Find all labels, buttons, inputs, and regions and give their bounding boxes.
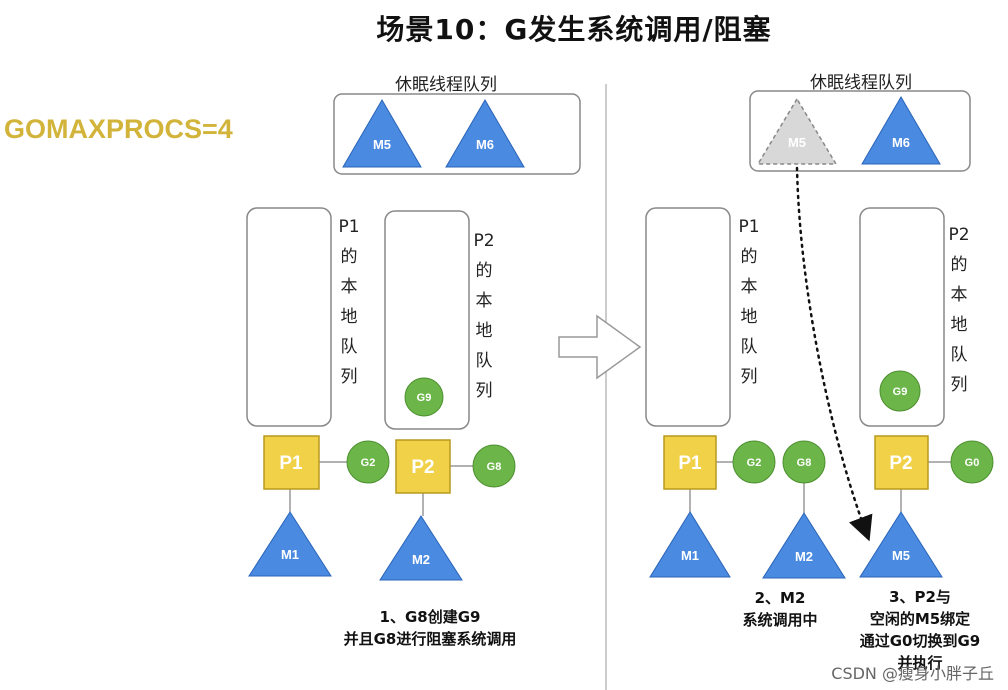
left-m2-label: M2 (412, 552, 430, 567)
left-p2-queue-char: 本 (475, 291, 493, 311)
left-p2-processor (395, 439, 451, 494)
right-p2-processor (874, 435, 929, 490)
left-m5-thread-triangle (342, 99, 422, 168)
left-m5-label: M5 (373, 137, 391, 152)
right-m5-label: M5 (892, 548, 910, 563)
right-g8-goroutine (782, 440, 826, 484)
left-g9-goroutine (404, 377, 444, 417)
left-m6-label: M6 (476, 137, 494, 152)
right-p2-queue-char: 本 (950, 285, 968, 305)
left-caption: 1、G8创建G9 并且G8进行阻塞系统调用 (300, 606, 560, 650)
left-g8-goroutine (472, 444, 516, 488)
left-sleep-queue-label: 休眠线程队列 (395, 75, 497, 95)
right-p1-queue-char: 本 (740, 277, 758, 297)
right-p1-queue-char: 的 (740, 247, 758, 267)
right-m2-label: M2 (795, 549, 813, 564)
left-g2-goroutine (346, 440, 390, 484)
right-p1-queue-char: 列 (740, 367, 758, 387)
watermark: CSDN @瘦身小胖子丘 (831, 664, 994, 683)
right-caption: 3、P2与 空闲的M5绑定 通过G0切换到G9 并执行 (842, 586, 998, 674)
left-p1-queue-char: 本 (340, 277, 358, 297)
right-m2-caption: 2、M2 系统调用中 (724, 587, 836, 631)
right-m5-ghost-triangle (756, 97, 838, 165)
right-caption-line: 通过G0切换到G9 (859, 632, 981, 650)
left-p1-processor (263, 435, 320, 490)
right-p1-queue-char: 地 (740, 307, 758, 327)
left-p2-queue-char: 队 (475, 351, 493, 371)
right-g2-goroutine (732, 440, 776, 484)
left-g9-label: G9 (417, 392, 432, 404)
right-p1-local-queue (645, 207, 731, 427)
right-g0-label: G0 (965, 457, 980, 469)
left-p1-queue-char: P1 (338, 217, 360, 237)
left-g2-label: G2 (361, 457, 376, 469)
left-m2-thread-triangle (379, 515, 463, 581)
right-caption-line: 并执行 (897, 654, 943, 672)
left-p2-queue-label: P2 的 本 地 队 列 (472, 226, 496, 406)
left-p1-local-queue (246, 207, 332, 427)
right-p2-queue-char: 列 (950, 375, 968, 395)
right-m2-thread-triangle (762, 512, 846, 579)
left-p2-queue-char: 列 (475, 381, 493, 401)
right-m1-label: M1 (681, 548, 699, 563)
left-p1-queue-char: 列 (340, 367, 358, 387)
left-g8-label: G8 (487, 461, 502, 473)
left-caption-line: 1、G8创建G9 (379, 608, 481, 626)
transition-arrow (558, 314, 642, 380)
right-g0-goroutine (950, 440, 994, 484)
right-p2-queue-label: P2 的 本 地 队 列 (947, 220, 971, 400)
right-p1-processor (663, 435, 717, 490)
left-m6-thread-triangle (445, 99, 525, 168)
left-m1-thread-triangle (248, 511, 332, 577)
right-m2-caption-line: 2、M2 (754, 589, 806, 607)
right-p2-local-queue (859, 207, 945, 427)
right-g9-label: G9 (893, 386, 908, 398)
left-p1-queue-char: 队 (340, 337, 358, 357)
left-p2-local-queue (384, 210, 470, 430)
left-caption-line: 并且G8进行阻塞系统调用 (343, 630, 517, 648)
right-p2-queue-char: 队 (950, 345, 968, 365)
right-p1-queue-label: P1 的 本 地 队 列 (737, 212, 761, 392)
left-p2-queue-char: 地 (475, 321, 493, 341)
right-g9-goroutine (879, 370, 921, 412)
left-p2-queue-char: 的 (475, 261, 493, 281)
right-m1-thread-triangle (649, 511, 731, 578)
right-p1-label: P1 (678, 453, 702, 474)
right-g8-label: G8 (797, 457, 812, 469)
right-m6-thread-triangle (861, 96, 941, 165)
right-g2-label: G2 (747, 457, 762, 469)
right-p1-queue-char: P1 (738, 217, 760, 237)
m5-wakeup-dotted-arrow (795, 166, 873, 542)
left-p1-queue-label: P1 的 本 地 队 列 (337, 212, 361, 392)
left-p1-queue-char: 地 (340, 307, 358, 327)
gomaxprocs-label: GOMAXPROCS=4 (4, 114, 233, 144)
right-sleep-queue-label: 休眠线程队列 (810, 73, 912, 93)
left-p1-label: P1 (279, 453, 303, 474)
left-m1-label: M1 (281, 547, 299, 562)
right-p2-queue-char: P2 (948, 225, 970, 245)
right-m5-thread-triangle (859, 511, 943, 578)
left-p1-queue-char: 的 (340, 247, 358, 267)
left-p2-queue-char: P2 (473, 231, 495, 251)
right-p1-queue-char: 队 (740, 337, 758, 357)
right-m5-ghost-label: M5 (788, 135, 806, 150)
right-m2-caption-line: 系统调用中 (742, 611, 818, 629)
left-p2-label: P2 (411, 457, 434, 478)
right-m6-label: M6 (892, 135, 910, 150)
right-p2-queue-char: 的 (950, 255, 968, 275)
right-caption-line: 空闲的M5绑定 (869, 610, 971, 628)
diagram-title: 场景10：G发生系统调用/阻塞 (376, 13, 772, 46)
right-caption-line: 3、P2与 (889, 588, 951, 606)
right-p2-label: P2 (889, 453, 912, 474)
right-p2-queue-char: 地 (950, 315, 968, 335)
